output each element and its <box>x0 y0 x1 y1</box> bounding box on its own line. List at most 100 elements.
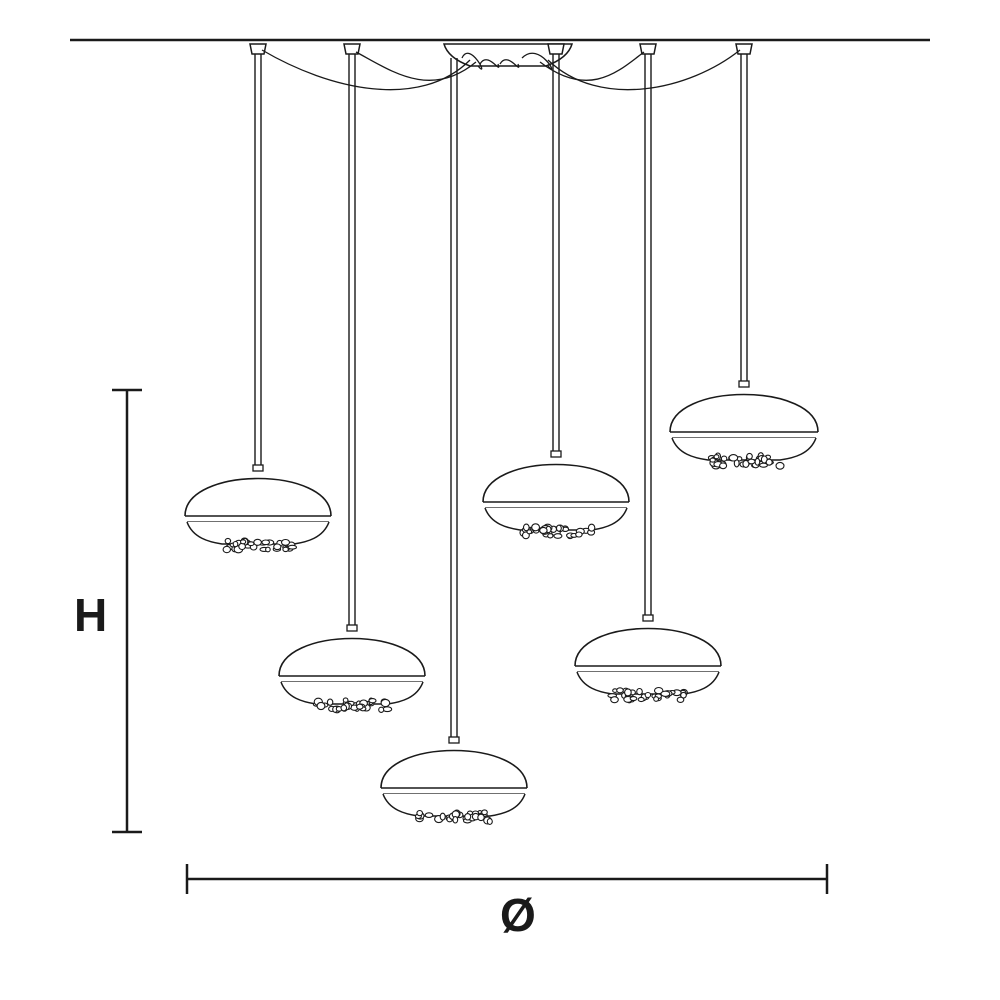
crystal <box>765 458 773 466</box>
crystal <box>356 703 364 710</box>
crystal <box>253 538 262 546</box>
crystal <box>547 533 554 539</box>
shade-dome <box>574 627 722 667</box>
shade-dome <box>380 749 528 789</box>
shade-dome <box>278 637 426 677</box>
crystal <box>555 524 562 532</box>
ceiling <box>70 38 930 67</box>
shade-bowl <box>280 681 424 705</box>
crystal <box>261 539 271 546</box>
crystal <box>222 545 232 554</box>
crystal <box>282 546 289 553</box>
crystal <box>616 687 624 694</box>
crystal <box>539 526 548 534</box>
power-wire <box>461 52 483 70</box>
crystal <box>531 523 541 532</box>
crystal <box>637 696 645 703</box>
crystal <box>340 704 348 712</box>
rod-collar <box>448 736 460 744</box>
pendant-lamp <box>669 54 819 470</box>
rod-collar <box>642 614 654 622</box>
crystal <box>247 541 255 547</box>
crystal-cluster <box>707 452 785 470</box>
ceiling-hook <box>547 43 565 55</box>
rod-collar <box>550 450 562 458</box>
power-wire <box>355 51 477 81</box>
crystal <box>653 686 664 695</box>
dimension-lines <box>112 388 829 894</box>
crystal <box>720 455 728 462</box>
crystal <box>636 687 643 696</box>
crystal <box>587 523 596 532</box>
crystal <box>224 537 232 545</box>
crystal <box>380 698 391 708</box>
crystal <box>280 538 291 546</box>
shade-dome <box>482 463 630 503</box>
pendant-lamp <box>482 54 630 540</box>
shade-bowl <box>671 437 817 461</box>
crystal <box>660 690 671 697</box>
power-wire <box>479 59 500 68</box>
crystal <box>464 813 472 821</box>
crystal <box>676 696 685 703</box>
crystal <box>526 529 533 535</box>
crystal <box>742 459 750 468</box>
ceiling-hook <box>735 43 753 55</box>
crystal <box>719 462 728 470</box>
crystal <box>265 546 271 553</box>
crystal <box>316 701 326 711</box>
crystal <box>477 813 485 822</box>
crystal <box>481 809 488 816</box>
crystal <box>728 454 739 462</box>
shade-dome <box>669 393 819 433</box>
crystal <box>754 457 761 466</box>
crystal <box>342 697 349 703</box>
crystal <box>610 696 619 704</box>
crystal <box>287 544 298 550</box>
crystal <box>553 533 563 539</box>
crystal <box>747 458 756 465</box>
crystal <box>522 523 530 532</box>
crystal <box>746 452 753 460</box>
rod-collar <box>252 464 264 472</box>
crystal <box>713 454 720 460</box>
crystal <box>486 818 493 825</box>
crystal <box>575 531 583 538</box>
crystal <box>653 696 660 702</box>
crystal-cluster <box>414 809 493 825</box>
crystal <box>326 698 334 706</box>
rod-collar <box>738 380 750 388</box>
crystal <box>273 543 282 551</box>
rod-collar <box>346 624 358 632</box>
crystal <box>378 706 385 713</box>
crystal <box>382 706 393 713</box>
diameter-dimension-label: Ø <box>500 889 536 941</box>
crystal <box>452 816 459 824</box>
crystal <box>368 698 377 704</box>
crystal <box>709 457 716 463</box>
ceiling-hook <box>639 43 657 55</box>
pendant-lamp <box>278 54 426 714</box>
pendant-lamp <box>380 58 528 825</box>
ceiling-hook <box>249 43 267 55</box>
power-wire <box>499 59 520 68</box>
crystal <box>416 809 424 817</box>
crystal-cluster <box>607 686 688 704</box>
pendants <box>184 54 819 825</box>
crystal <box>775 461 785 470</box>
ceiling-hook <box>343 43 361 55</box>
crystal <box>239 539 247 545</box>
crystal-cluster <box>222 537 298 554</box>
crystal-cluster <box>519 523 596 540</box>
crystal <box>424 812 434 818</box>
pendant-lamp <box>184 54 332 554</box>
crystal <box>629 696 638 702</box>
pendant-lamp <box>574 54 722 704</box>
height-dimension-label: H <box>74 589 108 641</box>
shade-dome <box>184 477 332 517</box>
crystal <box>624 688 632 697</box>
shade-bowl <box>576 671 720 695</box>
crystal <box>232 540 239 548</box>
crystal <box>644 691 652 699</box>
